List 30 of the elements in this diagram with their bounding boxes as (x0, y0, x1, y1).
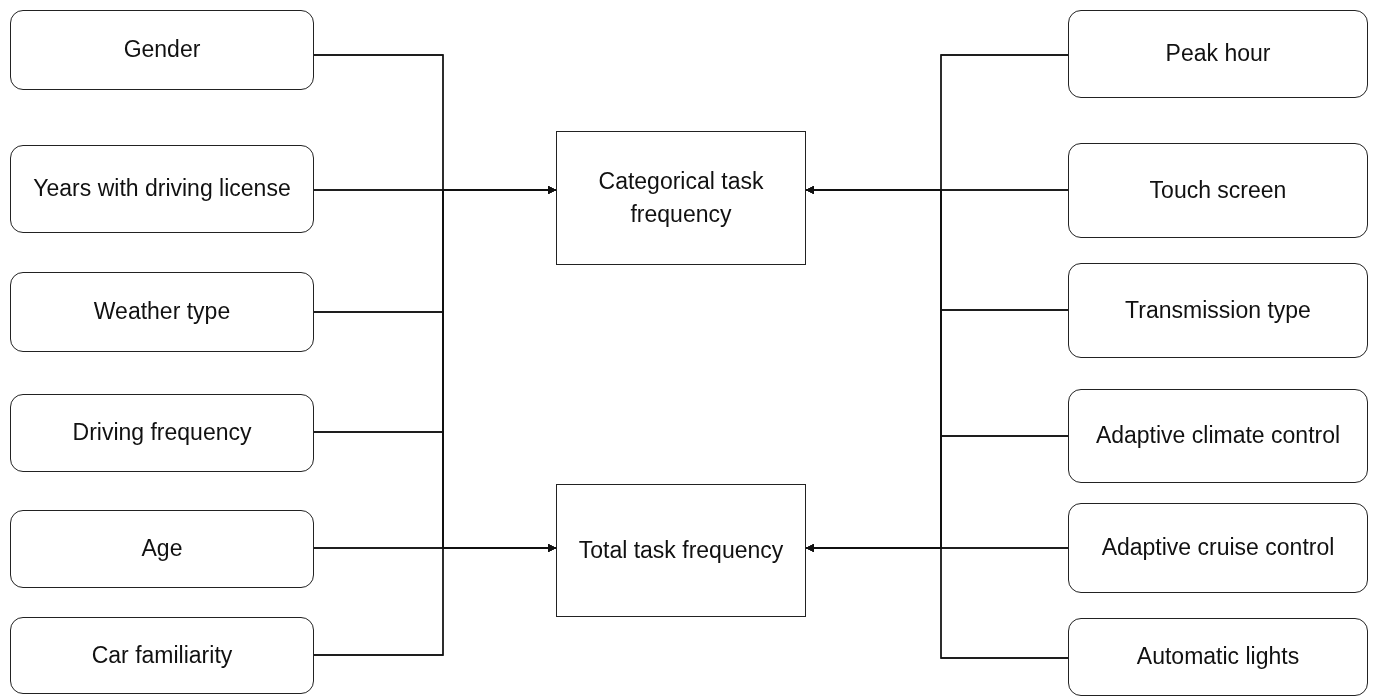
connector-arrow (805, 544, 1069, 659)
box-label: Touch screen (1149, 175, 1287, 205)
connector-arrow (313, 544, 557, 656)
box-label: Car familiarity (91, 640, 233, 670)
outcome-box (556, 484, 806, 617)
factor-box (1068, 503, 1368, 593)
box-label: Total task frequency (578, 535, 784, 565)
factor-box (10, 272, 314, 352)
factor-box (10, 510, 314, 588)
box-label: Age (141, 534, 183, 564)
factor-box (1068, 143, 1368, 238)
box-label: Automatic lights (1136, 642, 1300, 672)
box-label: Peak hour (1165, 39, 1271, 69)
box-label: Transmission type (1125, 295, 1311, 325)
factor-box (10, 394, 314, 472)
box-label: Categorical task frequency (597, 166, 765, 229)
factor-box (10, 617, 314, 694)
box-label: Adaptive cruise control (1101, 533, 1335, 563)
factor-box (10, 10, 314, 90)
box-label: Adaptive climate control (1095, 421, 1341, 451)
factor-box (1068, 618, 1368, 696)
box-label: Years with driving license (33, 174, 291, 204)
factor-box (1068, 389, 1368, 483)
factor-box (1068, 263, 1368, 358)
box-label: Gender (123, 35, 201, 65)
box-label: Driving frequency (72, 418, 252, 448)
outcome-box (556, 131, 806, 265)
factor-box (1068, 10, 1368, 98)
factor-box (10, 145, 314, 233)
box-label: Weather type (93, 297, 231, 327)
